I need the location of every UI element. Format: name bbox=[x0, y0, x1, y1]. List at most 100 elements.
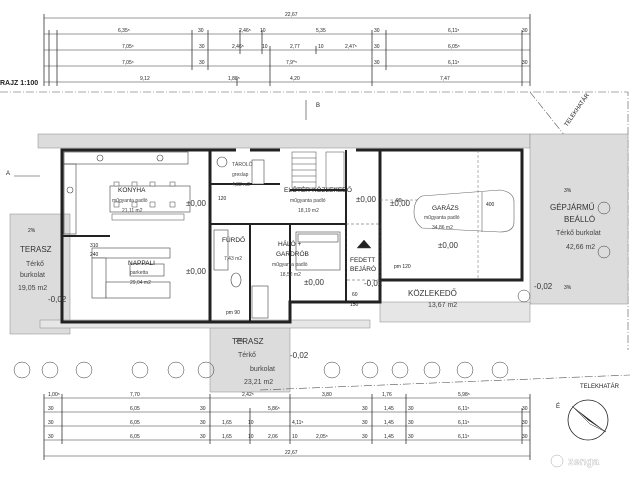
slope-label-4: 2% bbox=[236, 338, 244, 344]
bottom-dimension-texts: 1,00⁵ 7,70 2,42⁵ 3,80 1,76 5,98⁵ 30 6,05… bbox=[48, 392, 528, 456]
dim-top-2f: 10 bbox=[318, 44, 324, 50]
dim-bot-4i: 30 bbox=[362, 434, 368, 440]
dim-top-1a: 6,35⁵ bbox=[118, 28, 130, 34]
dim-top-3c: 7,9⁰⁵ bbox=[286, 60, 297, 66]
door-label-60: 60 bbox=[352, 292, 358, 298]
parking-finish: Térkő burkolat bbox=[556, 230, 601, 237]
door-label-310: 310 bbox=[90, 243, 99, 249]
dim-bot-1c: 2,42⁵ bbox=[242, 392, 254, 398]
room-name-fedett: FEDETT bbox=[350, 257, 375, 264]
section-label-a-left: A bbox=[6, 171, 10, 177]
dim-top-1g: 6,11⁵ bbox=[448, 28, 459, 34]
living-sofa bbox=[91, 247, 171, 299]
dim-bot-1b: 7,70 bbox=[130, 392, 140, 398]
dim-bot-2b: 6,05 bbox=[130, 406, 140, 412]
dim-top-3e: 6,11⁵ bbox=[448, 60, 459, 66]
dim-bot-3c: 30 bbox=[200, 420, 206, 426]
dim-bot-2g: 30 bbox=[408, 406, 414, 412]
level-eloter: ±0,00 bbox=[356, 195, 377, 204]
room-name-eloter: ELŐTÉR-KÖZLEKEDŐ bbox=[284, 185, 352, 194]
dim-top-4a: 9,12 bbox=[140, 76, 150, 82]
room-area-furdo: 7,43 m2 bbox=[224, 256, 242, 262]
kozlekedo-name: KÖZLEKEDŐ bbox=[408, 289, 457, 298]
level-halo: ±0,00 bbox=[304, 278, 325, 287]
room-area-konyha: 21,11 m2 bbox=[122, 208, 143, 214]
room-finish-halo: műgyanta padló bbox=[272, 262, 308, 268]
boundary-label-bottom: TELEKHATÁR bbox=[580, 383, 620, 390]
dim-bot-1e: 1,76 bbox=[382, 392, 392, 398]
room-area-garazs: 34,86 m2 bbox=[432, 225, 453, 231]
dim-overall-bottom: 22,67 bbox=[285, 450, 298, 456]
level-parking: -0,02 bbox=[534, 282, 553, 291]
level-garazs-1: ±0,00 bbox=[390, 199, 411, 208]
terasz-bottom-finish: Térkő bbox=[238, 352, 256, 359]
terasz-bottom-area: 23,21 m2 bbox=[244, 379, 273, 386]
dim-bot-3h: 1,45 bbox=[384, 420, 394, 426]
dim-bot-2c: 30 bbox=[200, 406, 206, 412]
level-terasz-left: -0,02 bbox=[48, 295, 67, 304]
dim-bot-4j: 1,45 bbox=[384, 434, 394, 440]
dim-top-2g: 2,47⁵ bbox=[345, 44, 357, 50]
room-name-halo: HÁLÓ + bbox=[278, 239, 302, 248]
dim-bot-3e: 10 bbox=[248, 420, 254, 426]
dining-set bbox=[111, 181, 185, 221]
zenga-watermark: zenga bbox=[550, 454, 600, 468]
dim-bot-4e: 10 bbox=[248, 434, 254, 440]
paved-areas bbox=[9, 133, 629, 393]
watermark-text: zenga bbox=[568, 456, 600, 468]
dim-top-2b: 30 bbox=[199, 44, 205, 50]
room-name-fedett-2: BEJÁRÓ bbox=[350, 264, 376, 273]
dim-bot-2i: 30 bbox=[522, 406, 528, 412]
outdoor-labels: TERASZ Térkő burkolat 19,05 m2 TERASZ Té… bbox=[18, 203, 601, 386]
room-finish-taroló: greslap bbox=[232, 172, 249, 178]
room-finish-konyha: műgyanta padló bbox=[112, 198, 148, 204]
dim-bot-4h: 2,05⁵ bbox=[316, 434, 328, 440]
dim-top-2d: 10 bbox=[262, 44, 268, 50]
door-label-150: 150 bbox=[350, 302, 359, 308]
terasz-bottom-name: TERASZ bbox=[232, 337, 264, 346]
window-label-pm120: pm 120 bbox=[394, 264, 411, 270]
tree-row bbox=[13, 201, 611, 379]
terasz-left-finish: Térkő bbox=[26, 261, 44, 268]
door-label-240: 240 bbox=[90, 252, 99, 258]
door-label-120: 120 bbox=[218, 196, 227, 202]
dim-bot-4g: 10 bbox=[292, 434, 298, 440]
level-terasz-bottom: -0,02 bbox=[290, 351, 309, 360]
dim-top-2a: 7,05⁵ bbox=[122, 44, 134, 50]
dim-bot-4m: 30 bbox=[522, 434, 528, 440]
dim-top-3a: 7,05⁵ bbox=[122, 60, 134, 66]
dim-bot-4a: 30 bbox=[48, 434, 54, 440]
room-name-taroló: TÁROLÓ bbox=[232, 161, 253, 168]
dim-bot-3f: 4,11⁵ bbox=[292, 420, 303, 426]
dim-bot-3d: 1,65 bbox=[222, 420, 232, 426]
level-nappali: ±0,00 bbox=[186, 267, 207, 276]
terasz-left-finish-2: burkolat bbox=[20, 272, 45, 279]
room-name-konyha: KONYHA bbox=[118, 187, 146, 194]
dim-top-4d: 7,47 bbox=[440, 76, 450, 82]
parking-name: GÉPJÁRMŰ bbox=[550, 203, 595, 212]
room-name-garazs: GARÁZS bbox=[432, 203, 459, 212]
section-label-b: B bbox=[316, 103, 320, 109]
room-labels: KONYHA műgyanta padló 21,11 m2 NAPPALI p… bbox=[112, 161, 460, 286]
dim-top-1b: 30 bbox=[198, 28, 204, 34]
dim-top-2e: 2,77 bbox=[290, 44, 300, 50]
dim-bot-2f: 1,45 bbox=[384, 406, 394, 412]
dim-top-4b: 1,88⁵ bbox=[228, 76, 240, 82]
level-konyha: ±0,00 bbox=[186, 199, 207, 208]
dim-top-3b: 30 bbox=[199, 60, 205, 66]
boundary-label-right: TELEKHATÁR bbox=[563, 92, 591, 128]
kozlekedo-area: 13,67 m2 bbox=[428, 302, 457, 309]
dim-bot-3j: 6,11⁵ bbox=[458, 420, 469, 426]
dim-bot-4d: 1,65 bbox=[222, 434, 232, 440]
dim-bot-4b: 6,05 bbox=[130, 434, 140, 440]
dim-top-4c: 4,20 bbox=[290, 76, 300, 82]
dim-top-2c: 2,46⁵ bbox=[232, 44, 244, 50]
level-garazs-2: ±0,00 bbox=[438, 241, 459, 250]
covered-entry bbox=[345, 223, 381, 281]
bathroom-fixtures bbox=[213, 156, 269, 319]
dim-bot-4f: 2,06 bbox=[268, 434, 278, 440]
dim-top-2h: 30 bbox=[374, 44, 380, 50]
door-label-400: 400 bbox=[486, 202, 495, 208]
dim-top-3f: 30 bbox=[522, 60, 528, 66]
